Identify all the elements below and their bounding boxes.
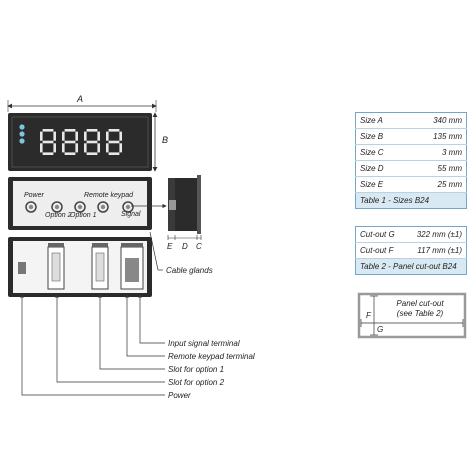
dim-b-label: B	[162, 135, 168, 145]
row-value: 3 mm	[406, 144, 467, 161]
row-value: 117 mm (±1)	[404, 242, 467, 259]
row-label: Size A	[355, 112, 407, 129]
row-value: 55 mm	[406, 160, 467, 177]
terminal-block	[120, 243, 144, 290]
label-option2: Option 2	[45, 212, 72, 219]
table1-caption: Table 1 - Sizes B24	[355, 192, 467, 209]
seven-segment-display	[40, 129, 122, 155]
led-indicator	[19, 138, 25, 144]
digit-glyph	[40, 129, 56, 155]
callout-leaders	[19, 293, 165, 396]
cable-gland-signal	[122, 201, 134, 213]
row-label: Size C	[355, 144, 407, 161]
row-label: Cut-out G	[355, 226, 405, 243]
label-remote-keypad: Remote keypad	[84, 192, 134, 199]
cable-gland-option1	[74, 201, 86, 213]
row-label: Size D	[355, 160, 407, 177]
digit-glyph	[84, 129, 100, 155]
callout-input-signal-terminal: Input signal terminal	[168, 339, 240, 348]
cable-gland-remote-keypad	[97, 201, 109, 213]
dimension-b: B	[152, 112, 168, 172]
row-label: Size E	[355, 176, 407, 193]
dim-d-label: D	[182, 242, 188, 251]
table-caption: Table 2 - Panel cut-out B24	[355, 258, 467, 275]
row-value: 322 mm (±1)	[404, 226, 467, 243]
label-option1: Option 1	[70, 212, 97, 219]
led-indicator	[19, 124, 25, 130]
cutout-subtitle: (see Table 2)	[397, 309, 444, 318]
cutout-f-label: F	[366, 311, 372, 320]
row-value: 25 mm	[406, 176, 467, 193]
dim-c-label: C	[196, 242, 202, 251]
table-caption: Table 1 - Sizes B24	[355, 192, 467, 209]
callout-cable-glands: Cable glands	[166, 266, 213, 275]
digit-glyph	[62, 129, 78, 155]
option1-slot	[91, 243, 109, 290]
row-value: 135 mm	[406, 128, 467, 145]
cable-gland-power	[25, 201, 37, 213]
row-value: 340 mm	[406, 112, 467, 129]
power-terminal	[18, 262, 26, 274]
display-front-view	[8, 113, 152, 171]
callout-slot-option2: Slot for option 2	[168, 378, 225, 387]
option2-slot	[47, 243, 65, 290]
label-signal: Signal	[121, 211, 141, 218]
dim-a-label: A	[76, 94, 83, 104]
callout-slot-option1: Slot for option 1	[168, 365, 224, 374]
dim-e-label: E	[167, 242, 173, 251]
cutout-title: Panel cut-out	[396, 299, 444, 308]
digit-glyph	[106, 129, 122, 155]
cutout-g-label: G	[377, 325, 383, 334]
label-power: Power	[24, 192, 45, 199]
dimension-a: A	[7, 94, 157, 112]
callout-power: Power	[168, 391, 191, 400]
connector-panel-view: Power Remote keypad Option 2 Option 1 Si…	[8, 177, 152, 230]
callout-remote-keypad-terminal: Remote keypad terminal	[168, 352, 255, 361]
table2-caption: Table 2 - Panel cut-out B24	[355, 258, 467, 275]
rear-terminal-view: Cable glands	[8, 231, 213, 297]
cable-gland-option2	[51, 201, 63, 213]
row-label: Size B	[355, 128, 407, 145]
led-indicator	[19, 131, 25, 137]
panel-cutout-sketch: Panel cut-out (see Table 2) F G	[357, 292, 467, 339]
row-label: Cut-out F	[355, 242, 405, 259]
side-view: E D C	[131, 175, 202, 251]
